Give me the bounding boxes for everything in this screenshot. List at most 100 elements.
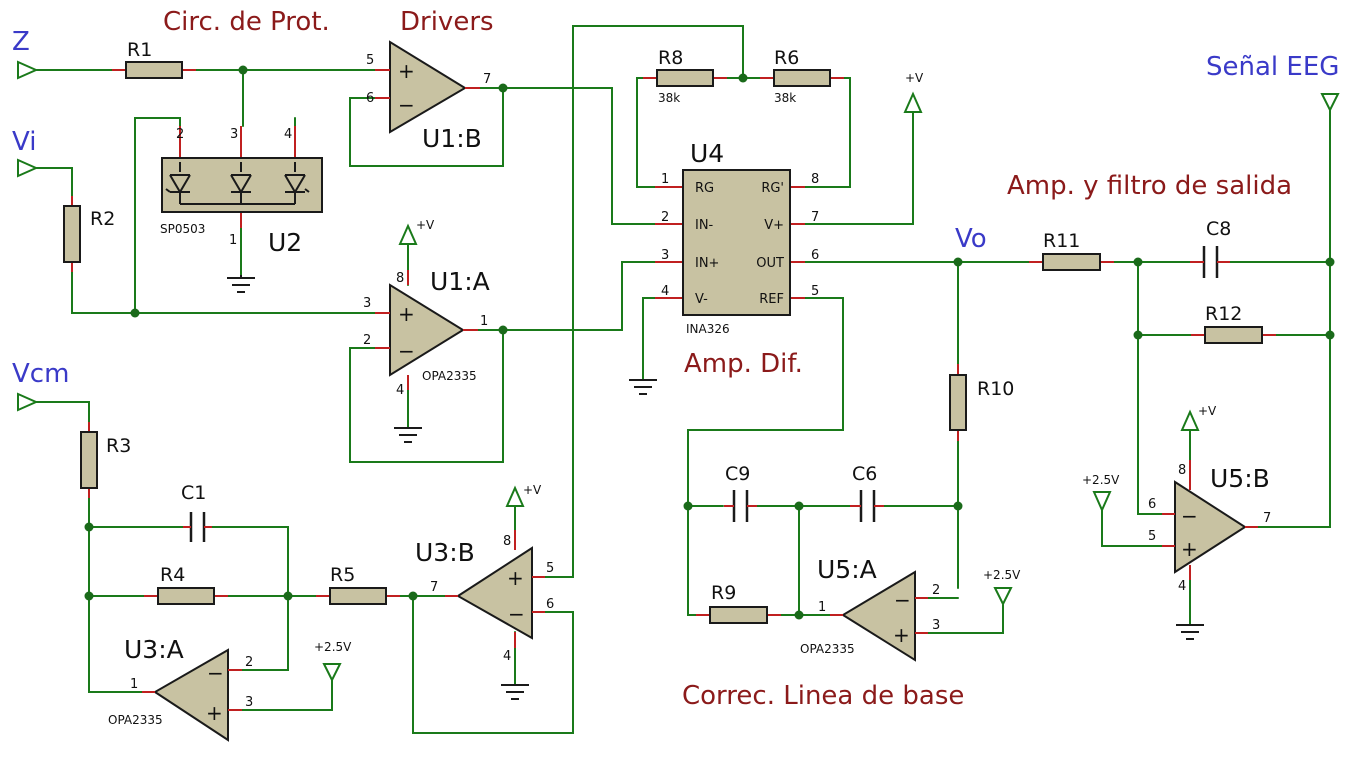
svg-text:−: − bbox=[508, 602, 525, 626]
svg-text:4: 4 bbox=[396, 383, 404, 398]
label-v25-u3a: +2.5V bbox=[314, 640, 352, 654]
svg-text:4: 4 bbox=[284, 127, 292, 142]
svg-text:6: 6 bbox=[811, 248, 819, 263]
label-vplus-u3b: +V bbox=[523, 483, 542, 497]
resistor-r2 bbox=[63, 196, 81, 272]
label-u5a-part: OPA2335 bbox=[800, 642, 855, 656]
supply-25-u5b bbox=[1092, 491, 1112, 513]
label-c9: C9 bbox=[725, 463, 750, 485]
svg-text:8: 8 bbox=[1178, 463, 1186, 478]
svg-text:+: + bbox=[893, 623, 910, 647]
svg-text:V-: V- bbox=[695, 292, 708, 307]
net-vcm: Vcm bbox=[12, 359, 69, 389]
label-r1: R1 bbox=[127, 39, 152, 61]
label-c6: C6 bbox=[852, 463, 877, 485]
terminal-vi bbox=[17, 158, 39, 178]
title-baseline: Correc. Linea de base bbox=[682, 681, 964, 711]
svg-text:6: 6 bbox=[546, 597, 554, 612]
opamp-u1a: + − bbox=[375, 270, 478, 390]
label-v25-u5a: +2.5V bbox=[983, 568, 1021, 582]
opamp-u1b: + − bbox=[375, 40, 480, 134]
label-u5b: U5:B bbox=[1210, 464, 1270, 493]
label-r6: R6 bbox=[774, 47, 799, 69]
terminal-z bbox=[17, 60, 39, 80]
label-c8: C8 bbox=[1206, 218, 1231, 240]
label-r8: R8 bbox=[658, 47, 683, 69]
opamp-u5a: − + bbox=[830, 570, 928, 662]
resistor-r9 bbox=[696, 606, 781, 624]
label-c1: C1 bbox=[181, 482, 206, 504]
title-drivers: Drivers bbox=[400, 7, 494, 37]
svg-text:5: 5 bbox=[546, 561, 554, 576]
opamp-u3a: − + bbox=[142, 648, 242, 742]
net-vo: Vo bbox=[955, 224, 987, 254]
svg-text:1: 1 bbox=[818, 600, 826, 615]
label-r2: R2 bbox=[90, 208, 115, 230]
label-v25-u5b: +2.5V bbox=[1082, 473, 1120, 487]
svg-text:2: 2 bbox=[176, 127, 184, 142]
resistor-r8 bbox=[643, 69, 727, 87]
value-r6: 38k bbox=[774, 91, 796, 105]
svg-text:5: 5 bbox=[1148, 529, 1156, 544]
svg-text:3: 3 bbox=[363, 296, 371, 311]
svg-text:+: + bbox=[1181, 537, 1198, 561]
net-z: Z bbox=[12, 27, 30, 57]
resistor-r1 bbox=[112, 61, 196, 79]
terminal-vcm bbox=[17, 392, 39, 412]
svg-text:3: 3 bbox=[661, 248, 669, 263]
label-r12: R12 bbox=[1205, 303, 1242, 325]
pin-numbers: 5 6 7 2 3 4 1 3 2 1 8 4 1 2 3 4 8 7 6 5 … bbox=[130, 53, 1271, 710]
value-r8: 38k bbox=[658, 91, 680, 105]
title-amp-filter: Amp. y filtro de salida bbox=[1007, 171, 1292, 201]
title-amp-dif: Amp. Dif. bbox=[684, 349, 803, 379]
label-vplus-u5b: +V bbox=[1198, 404, 1217, 418]
resistor-r12 bbox=[1191, 326, 1276, 344]
capacitor-c6 bbox=[850, 490, 884, 522]
label-u1b: U1:B bbox=[422, 124, 482, 153]
resistor-r6 bbox=[760, 69, 844, 87]
label-r9: R9 bbox=[711, 582, 736, 604]
ground-u2 bbox=[227, 275, 255, 293]
svg-text:8: 8 bbox=[396, 271, 404, 286]
supply-25-u5a bbox=[993, 587, 1013, 607]
svg-text:3: 3 bbox=[932, 618, 940, 633]
label-vplus-u4: +V bbox=[905, 71, 924, 85]
svg-text:4: 4 bbox=[661, 284, 669, 299]
label-u1a: U1:A bbox=[430, 267, 490, 296]
resistor-r3 bbox=[80, 422, 98, 498]
capacitor-c1 bbox=[183, 512, 212, 542]
svg-text:1: 1 bbox=[229, 233, 237, 248]
supply-vplus-u1a bbox=[398, 223, 418, 261]
label-r3: R3 bbox=[106, 435, 131, 457]
svg-text:−: − bbox=[894, 588, 911, 612]
label-u2-part: SP0503 bbox=[160, 222, 205, 236]
svg-text:1: 1 bbox=[130, 677, 138, 692]
svg-text:2: 2 bbox=[363, 333, 371, 348]
ic-u4: RG IN- IN+ V- RG' V+ OUT REF bbox=[655, 169, 805, 316]
svg-text:7: 7 bbox=[1263, 511, 1271, 526]
label-r5: R5 bbox=[330, 564, 355, 586]
svg-text:−: − bbox=[1181, 504, 1198, 528]
svg-text:5: 5 bbox=[366, 53, 374, 68]
svg-text:3: 3 bbox=[245, 695, 253, 710]
svg-text:6: 6 bbox=[1148, 497, 1156, 512]
label-u3b: U3:B bbox=[415, 538, 475, 567]
title-protection: Circ. de Prot. bbox=[163, 7, 330, 37]
net-eeg: Señal EEG bbox=[1206, 52, 1339, 82]
ground-u1a bbox=[394, 427, 422, 443]
svg-text:OUT: OUT bbox=[756, 256, 784, 271]
svg-text:REF: REF bbox=[759, 292, 784, 307]
supply-vplus-u5b bbox=[1180, 409, 1200, 431]
supply-vplus-u3b bbox=[505, 485, 525, 507]
label-vplus-u1a: +V bbox=[416, 218, 435, 232]
svg-text:4: 4 bbox=[1178, 579, 1186, 594]
svg-text:7: 7 bbox=[430, 580, 438, 595]
resistor-r11 bbox=[1029, 253, 1114, 271]
net-vi: Vi bbox=[12, 127, 36, 157]
ground-u3b bbox=[501, 684, 529, 700]
label-u3a: U3:A bbox=[124, 635, 184, 664]
svg-text:3: 3 bbox=[230, 127, 238, 142]
svg-text:7: 7 bbox=[483, 72, 491, 87]
opamp-u3b: + − bbox=[445, 530, 545, 648]
svg-text:V+: V+ bbox=[764, 218, 784, 233]
